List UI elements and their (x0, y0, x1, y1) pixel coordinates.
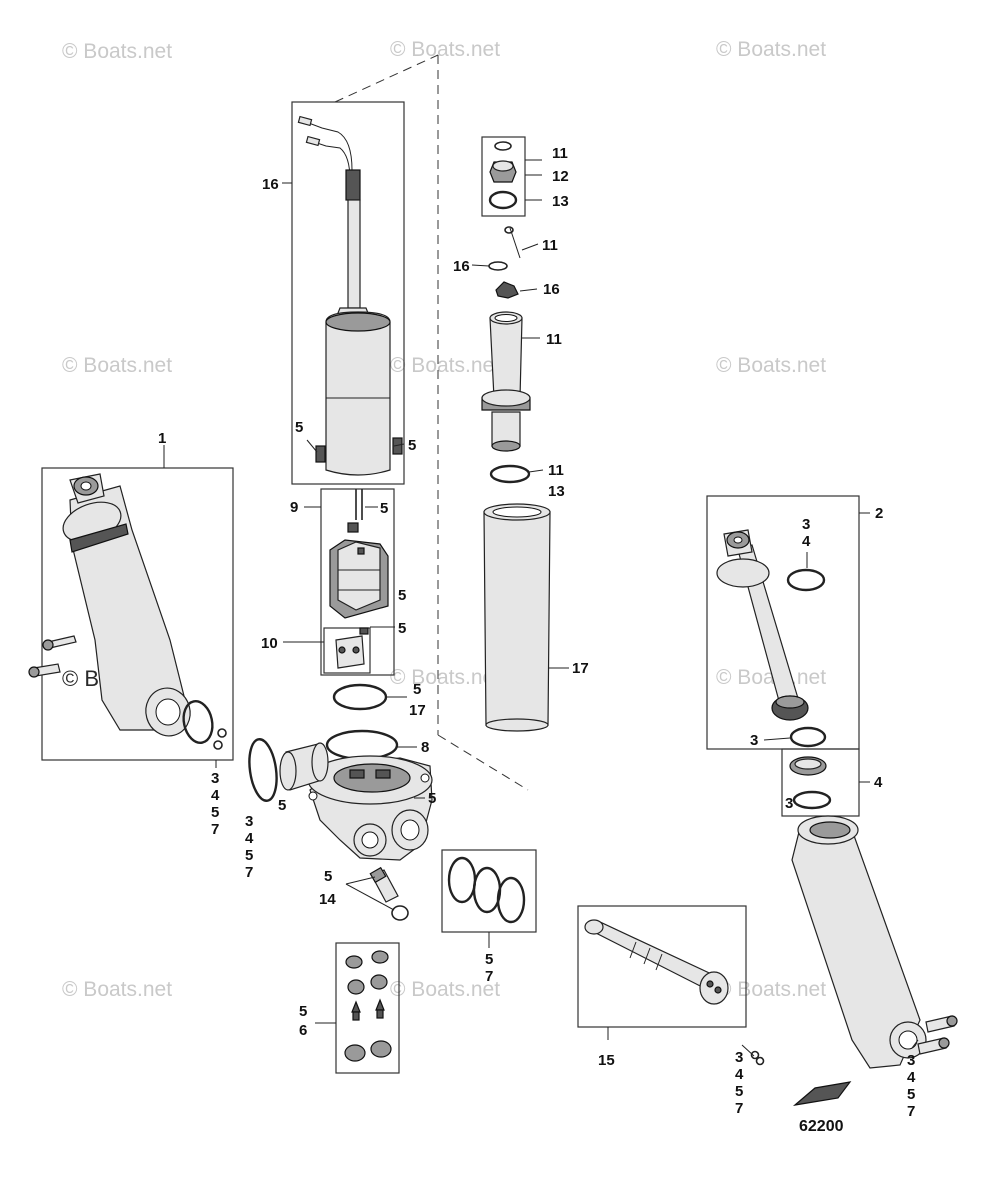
o-rings-part (447, 856, 526, 924)
trim-cylinder-part (28, 473, 227, 750)
watermark: © Boats.net (716, 666, 826, 689)
callout-label: 16 (543, 281, 560, 298)
callout-label: 16 (262, 176, 279, 193)
callout-label: 6 (299, 1022, 307, 1039)
callout-label: 5 (428, 790, 436, 807)
valve-box (323, 627, 371, 674)
callout-label: 17 (572, 660, 589, 677)
trim-cylinder-box (41, 467, 234, 761)
callout-label: 4 (802, 533, 811, 550)
callout-label: 7 (485, 968, 493, 985)
pump-part (329, 489, 389, 669)
bushing-part (248, 738, 329, 802)
motor-part (297, 115, 403, 476)
callout-label: 17 (409, 702, 426, 719)
watermark: © Boats.net (716, 978, 826, 1001)
callout-label: 16 (453, 258, 470, 275)
ram-o-ring (489, 464, 531, 484)
valve-kit-box (335, 942, 400, 1074)
valve-part (369, 866, 409, 921)
callout-label: 5 (324, 868, 332, 885)
callout-label: 5 (245, 847, 253, 864)
callout-label: 5 (408, 437, 416, 454)
reservoir-tube-part (483, 503, 551, 732)
cap-part (789, 756, 832, 810)
callout-label: 4 (907, 1069, 916, 1086)
callout-label: 3 (750, 732, 758, 749)
callout-label: 5 (735, 1083, 743, 1100)
callout-label: 4 (211, 787, 220, 804)
callout-label: 13 (552, 193, 569, 210)
callout-label: 8 (421, 739, 429, 756)
assembly-dashed-lines (334, 54, 529, 791)
callout-label: 4 (874, 774, 883, 791)
callout-label: 1 (158, 430, 166, 447)
callout-label: 10 (261, 635, 278, 652)
boat-icon (792, 1081, 852, 1106)
callout-label: 3 (907, 1052, 915, 1069)
callout-label: 13 (548, 483, 565, 500)
seal-kit-box (481, 136, 526, 217)
callout-label: 5 (278, 797, 286, 814)
tilt-cylinder-part (716, 529, 827, 748)
callout-layer: 1 16 5 5 9 5 5 5 10 5 17 8 5 3 4 5 7 3 4… (158, 145, 916, 1120)
callout-label: 11 (546, 331, 562, 348)
callout-label: 5 (380, 500, 388, 517)
callout-label: 12 (552, 168, 569, 185)
callout-label: 5 (295, 419, 303, 436)
callout-label: 7 (211, 821, 219, 838)
ram-part (481, 311, 531, 452)
watermark: © Boats.net (390, 978, 500, 1001)
small-parts (488, 226, 521, 299)
watermark: © Boats.net (62, 978, 172, 1001)
callout-label: 5 (398, 587, 406, 604)
callout-label: 7 (907, 1103, 915, 1120)
watermark: © Boats.net (62, 40, 172, 63)
callout-label: 4 (735, 1066, 744, 1083)
callout-label: 11 (548, 462, 564, 479)
figure-number: 62200 (799, 1118, 844, 1135)
callout-label: 5 (211, 804, 219, 821)
callout-label: 5 (398, 620, 406, 637)
watermark: © Boats.net (716, 38, 826, 61)
accumulator-box (577, 905, 747, 1028)
callout-label: 3 (785, 795, 793, 812)
callout-label: 14 (319, 891, 336, 908)
callout-label: 3 (802, 516, 810, 533)
accumulator-part (584, 919, 765, 1066)
callout-label: 11 (552, 145, 568, 162)
callout-label: 5 (299, 1003, 307, 1020)
callout-label: 9 (290, 499, 298, 516)
watermark: © Boats.net (716, 354, 826, 377)
group-boxes (41, 101, 860, 1074)
watermark: © Boats.net (390, 666, 500, 689)
callout-label: 11 (542, 237, 558, 254)
callout-label: 3 (245, 813, 253, 830)
callout-label: 2 (875, 505, 883, 522)
watermark-layer: © Boats.net © Boats.net © Boats.net © Bo… (62, 38, 826, 1001)
watermark: © Boats.net (390, 38, 500, 61)
leader-lines (163, 159, 919, 1057)
callout-label: 15 (598, 1052, 615, 1069)
callout-label: 5 (907, 1086, 915, 1103)
center-rings (325, 683, 399, 761)
callout-label: 3 (211, 770, 219, 787)
watermark: © Boats.net (62, 354, 172, 377)
valve-kit-part (344, 950, 392, 1062)
callout-label: 7 (245, 864, 253, 881)
callout-label: 5 (485, 951, 493, 968)
callout-label: 7 (735, 1100, 743, 1117)
callout-label: 4 (245, 830, 254, 847)
pump-box (320, 488, 395, 676)
callout-label: 5 (413, 681, 421, 698)
bracket-arm-part (791, 815, 958, 1069)
callout-label: 3 (735, 1049, 743, 1066)
seal-kit-part (488, 141, 518, 210)
watermark: © Boats.net (390, 354, 500, 377)
motor-box (291, 101, 405, 485)
